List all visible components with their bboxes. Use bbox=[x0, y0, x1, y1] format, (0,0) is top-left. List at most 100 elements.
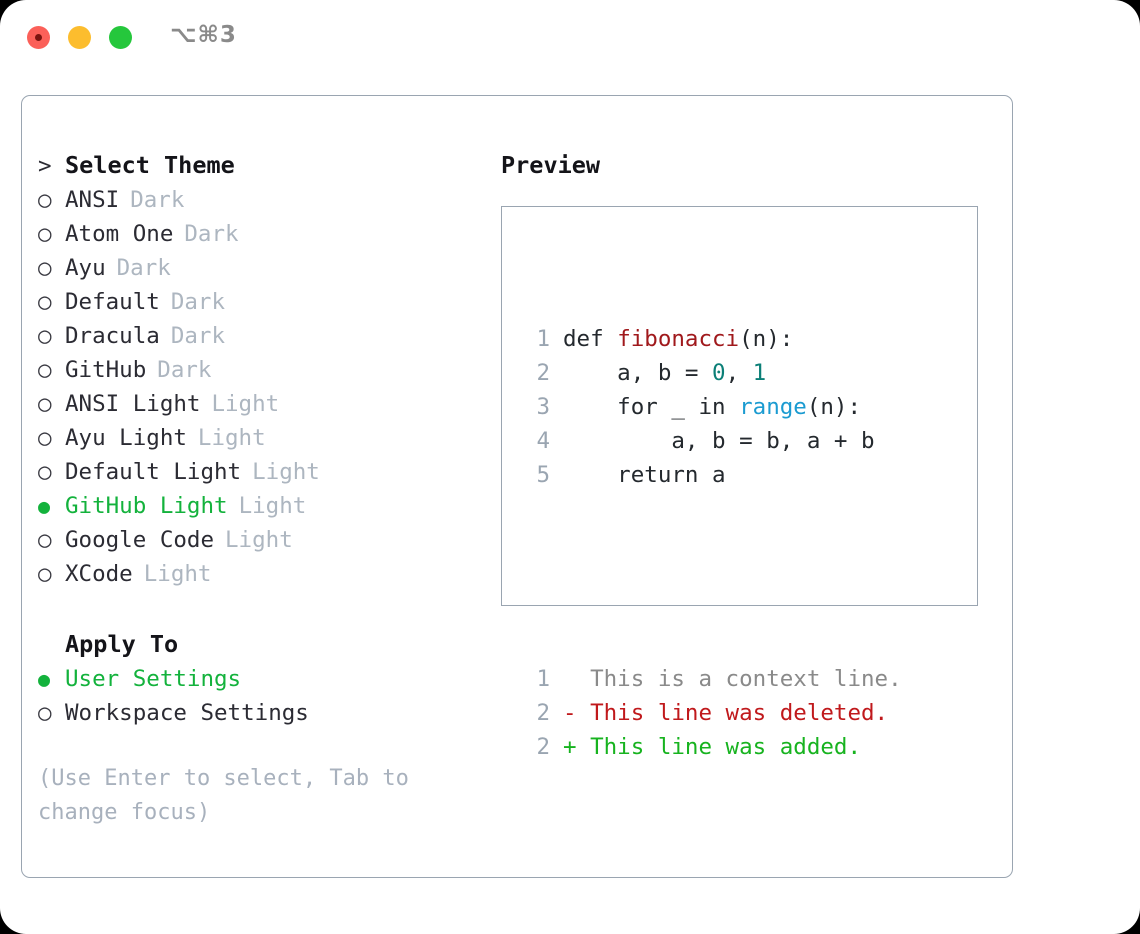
keyboard-hint-text: (Use Enter to select, Tab to change focu… bbox=[38, 766, 409, 825]
line-number: 1 bbox=[536, 326, 550, 352]
line-number: 2 bbox=[536, 360, 550, 386]
radio-unselected-icon[interactable]: ○ bbox=[38, 187, 52, 213]
theme-variant-badge: Dark bbox=[157, 357, 212, 383]
theme-name-label: Atom One bbox=[65, 221, 174, 247]
keyboard-shortcut-label: ⌥⌘3 bbox=[170, 22, 237, 48]
code-token: a, b = b, a + b bbox=[563, 428, 875, 454]
code-line: 4 a, b = b, a + b bbox=[523, 424, 902, 458]
theme-list-item[interactable]: ○ XCode Light bbox=[38, 557, 478, 591]
diff-text: This line was added. bbox=[576, 734, 862, 760]
line-number: 1 bbox=[536, 666, 550, 692]
apply-to-item[interactable]: ○ Workspace Settings bbox=[38, 696, 478, 730]
code-token: fibonacci bbox=[617, 326, 740, 352]
select-theme-heading: > Select Theme bbox=[38, 148, 478, 183]
code-token: 1 bbox=[752, 360, 767, 386]
theme-variant-badge: Light bbox=[238, 493, 307, 519]
theme-variant-badge: Light bbox=[252, 459, 320, 485]
diff-sign: - bbox=[563, 700, 577, 726]
code-line: 2 a, b = 0, 1 bbox=[523, 356, 902, 390]
diff-line: 1 This is a context line. bbox=[523, 662, 902, 696]
diff-sample: 1 This is a context line.2- This line wa… bbox=[523, 662, 902, 764]
theme-list-item[interactable]: ○ ANSI Dark bbox=[38, 183, 478, 217]
window-controls bbox=[27, 26, 132, 49]
line-number: 2 bbox=[536, 700, 550, 726]
line-number: 2 bbox=[536, 734, 550, 760]
radio-unselected-icon[interactable]: ○ bbox=[38, 425, 52, 451]
radio-unselected-icon[interactable]: ○ bbox=[38, 459, 52, 485]
theme-list-item[interactable]: ○ Default Light Light bbox=[38, 455, 478, 489]
theme-name-label: Default bbox=[65, 289, 160, 315]
line-number: 3 bbox=[536, 394, 550, 420]
preview-heading: Preview bbox=[501, 151, 601, 179]
theme-variant-badge: Light bbox=[211, 391, 280, 417]
maximize-window-button[interactable] bbox=[109, 26, 132, 49]
radio-unselected-icon[interactable]: ○ bbox=[38, 391, 52, 417]
radio-unselected-icon[interactable]: ○ bbox=[38, 255, 52, 281]
minimize-window-button[interactable] bbox=[68, 26, 91, 49]
theme-variant-badge: Dark bbox=[130, 187, 185, 213]
theme-list-item[interactable]: ○ Google Code Light bbox=[38, 523, 478, 557]
radio-unselected-icon[interactable]: ○ bbox=[38, 700, 52, 726]
radio-selected-icon[interactable]: ● bbox=[38, 667, 51, 691]
code-token: (n): bbox=[806, 394, 862, 420]
theme-list-item[interactable]: ○ Atom One Dark bbox=[38, 217, 478, 251]
radio-unselected-icon[interactable]: ○ bbox=[38, 221, 52, 247]
apply-to-heading: Apply To bbox=[38, 627, 478, 662]
theme-name-label: Default Light bbox=[65, 459, 242, 485]
theme-name-label: GitHub bbox=[65, 357, 147, 383]
code-token: (n): bbox=[739, 326, 794, 352]
radio-unselected-icon[interactable]: ○ bbox=[38, 357, 52, 383]
diff-text: This is a context line. bbox=[576, 666, 902, 692]
code-line: 5 return a bbox=[523, 458, 902, 492]
apply-to-list: ● User Settings ○ Workspace Settings bbox=[38, 662, 478, 730]
close-window-button[interactable] bbox=[27, 26, 50, 49]
diff-line: 2 + This line was added. bbox=[523, 730, 902, 764]
radio-unselected-icon[interactable]: ○ bbox=[38, 323, 52, 349]
radio-unselected-icon[interactable]: ○ bbox=[38, 561, 52, 587]
theme-name-label: Google Code bbox=[65, 527, 215, 553]
diff-line: 2- This line was deleted. bbox=[523, 696, 902, 730]
radio-selected-icon[interactable]: ● bbox=[38, 494, 51, 518]
apply-to-item[interactable]: ● User Settings bbox=[38, 662, 478, 696]
code-token: range bbox=[739, 394, 807, 420]
theme-name-label: Ayu bbox=[65, 255, 106, 281]
code-token: , bbox=[725, 360, 753, 386]
theme-variant-badge: Dark bbox=[116, 255, 171, 281]
theme-variant-badge: Light bbox=[225, 527, 293, 553]
theme-list-item[interactable]: ○ Ayu Dark bbox=[38, 251, 478, 285]
theme-variant-badge: Light bbox=[197, 425, 266, 451]
theme-name-label: ANSI bbox=[65, 187, 120, 213]
blank-marker bbox=[38, 628, 65, 662]
title-bar: ⌥⌘3 bbox=[0, 0, 1140, 76]
code-line: 3 for _ in range(n): bbox=[523, 390, 902, 424]
radio-unselected-icon[interactable]: ○ bbox=[38, 527, 52, 553]
spacer bbox=[38, 591, 478, 627]
code-diff-spacer bbox=[523, 560, 902, 594]
diff-sign: + bbox=[563, 734, 577, 760]
theme-list-item[interactable]: ○ GitHub Dark bbox=[38, 353, 478, 387]
theme-name-label: XCode bbox=[65, 561, 133, 587]
line-number: 4 bbox=[536, 428, 550, 454]
apply-to-label: Workspace Settings bbox=[65, 700, 309, 726]
apply-to-label: User Settings bbox=[65, 666, 242, 692]
radio-unselected-icon[interactable]: ○ bbox=[38, 289, 52, 315]
focus-caret-icon: > bbox=[38, 153, 52, 179]
diff-text: This line was deleted. bbox=[576, 700, 889, 726]
code-token: 0 bbox=[712, 360, 726, 386]
theme-variant-badge: Dark bbox=[184, 221, 239, 247]
code-token: for _ in bbox=[563, 394, 740, 420]
theme-variant-badge: Light bbox=[143, 561, 212, 587]
diff-sign bbox=[563, 662, 577, 696]
